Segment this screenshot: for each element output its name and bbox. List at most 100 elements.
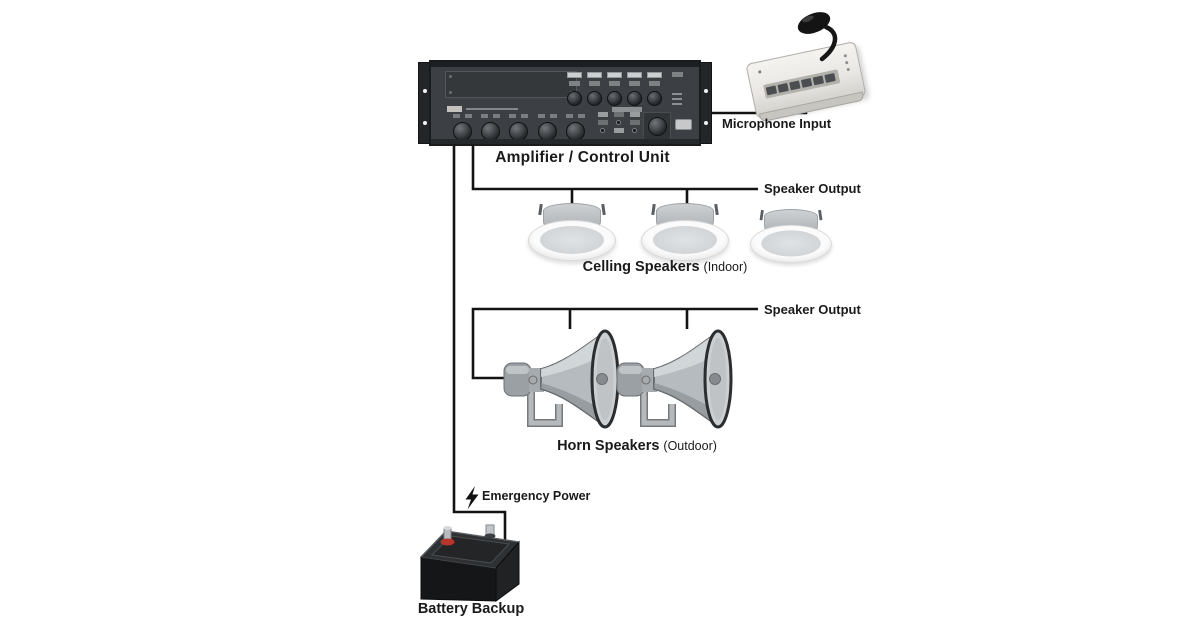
jack <box>600 128 605 133</box>
bell-highlight <box>654 333 716 377</box>
level-meter <box>647 72 662 78</box>
input-channel <box>562 114 588 141</box>
ceiling-speakers-suffix: (Indoor) <box>703 260 748 274</box>
speaker-grille <box>761 230 821 257</box>
mouth-hub <box>709 373 721 385</box>
driver-highlight <box>619 366 642 374</box>
power-switch <box>675 119 692 130</box>
terminal-base <box>484 533 496 539</box>
channel-button <box>577 114 585 118</box>
terminal-bolt-top <box>443 526 452 530</box>
status-button <box>671 72 683 77</box>
zone-module <box>647 72 662 106</box>
selector-button <box>597 120 608 125</box>
input-channel <box>505 114 531 141</box>
screw <box>449 75 452 78</box>
zone-module <box>587 72 602 106</box>
rack-hole <box>704 89 708 93</box>
speaker-output-label-1: Speaker Output <box>764 181 861 196</box>
mount-bracket <box>641 380 675 426</box>
zone-modules <box>567 72 687 106</box>
input-channel <box>534 114 560 141</box>
speaker-grille <box>653 226 717 254</box>
volume-knob <box>452 122 472 141</box>
zone-button <box>609 81 620 86</box>
battery-unit <box>419 524 520 602</box>
selector-buttons <box>629 112 640 133</box>
gooseneck <box>819 24 838 62</box>
channel-button <box>565 114 573 118</box>
speaker-grille <box>540 226 604 254</box>
master-volume-knob <box>648 117 667 136</box>
selector-button <box>613 112 624 117</box>
zone-module <box>607 72 622 106</box>
selector-button <box>613 128 624 133</box>
zone-knob <box>627 91 642 106</box>
rack-hole <box>704 121 708 125</box>
zone-button <box>629 81 640 86</box>
selector-button <box>597 112 608 117</box>
battery-backup-label: Battery Backup <box>417 601 525 617</box>
bell-highlight <box>541 333 603 377</box>
zone-knob <box>567 91 582 106</box>
zone-module <box>627 72 642 106</box>
horn-speakers-title: Horn Speakers <box>557 438 660 454</box>
bell-shadow <box>654 383 716 425</box>
indicator-leds <box>667 93 687 105</box>
channel-button <box>537 114 545 118</box>
paging-microphone <box>745 10 880 120</box>
input-channel <box>449 114 475 141</box>
lightning-bolt-icon <box>465 486 479 510</box>
amplifier-unit <box>418 60 712 146</box>
level-meter <box>567 72 582 78</box>
selector-button <box>629 112 640 117</box>
mic-capsule-icon <box>797 12 831 34</box>
model-text <box>466 108 518 110</box>
bell-shadow <box>541 383 603 425</box>
mic-highlight <box>802 15 814 23</box>
selector-buttons <box>613 112 624 133</box>
level-meter <box>627 72 642 78</box>
ceiling-speakers-label: Celling Speakers(Indoor) <box>545 258 785 276</box>
ceiling-speaker-2 <box>641 203 729 261</box>
zone-knob <box>607 91 622 106</box>
status-module <box>667 72 687 106</box>
horn-speakers-label: Horn Speakers(Outdoor) <box>517 437 757 455</box>
channel-button <box>452 114 460 118</box>
volume-knob <box>537 122 557 141</box>
mount-tab <box>601 203 606 216</box>
jack <box>632 128 637 133</box>
ceiling-speakers-title: Celling Speakers <box>582 259 700 275</box>
screw <box>449 91 452 94</box>
horn-speaker-2 <box>616 329 733 429</box>
zone-button <box>569 81 580 86</box>
wire-emergency-power <box>452 144 507 540</box>
mount-bracket <box>528 380 562 426</box>
emergency-power-label: Emergency Power <box>482 489 591 503</box>
microphone-input-label: Microphone Input <box>722 116 832 131</box>
channel-button <box>520 114 528 118</box>
channel-button <box>549 114 557 118</box>
positive-terminal <box>440 538 455 546</box>
zone-knob <box>587 91 602 106</box>
zone-button <box>649 81 660 86</box>
level-meter <box>587 72 602 78</box>
zone-knob <box>647 91 662 106</box>
brand-badge <box>447 106 462 112</box>
jack <box>616 120 621 125</box>
mouth-hub <box>596 373 608 385</box>
label-strip <box>612 107 642 112</box>
volume-knob <box>565 122 585 141</box>
rack-hole <box>423 89 427 93</box>
speaker-output-label-2: Speaker Output <box>764 302 861 317</box>
wire-horn-output <box>471 307 758 380</box>
volume-knob <box>508 122 528 141</box>
ceiling-speaker-1 <box>528 203 616 261</box>
master-volume-panel <box>643 112 671 140</box>
channel-button <box>492 114 500 118</box>
display-panel <box>445 71 577 98</box>
zone-module <box>567 72 582 106</box>
amplifier-faceplate <box>429 60 701 146</box>
mount-tab <box>714 203 719 216</box>
